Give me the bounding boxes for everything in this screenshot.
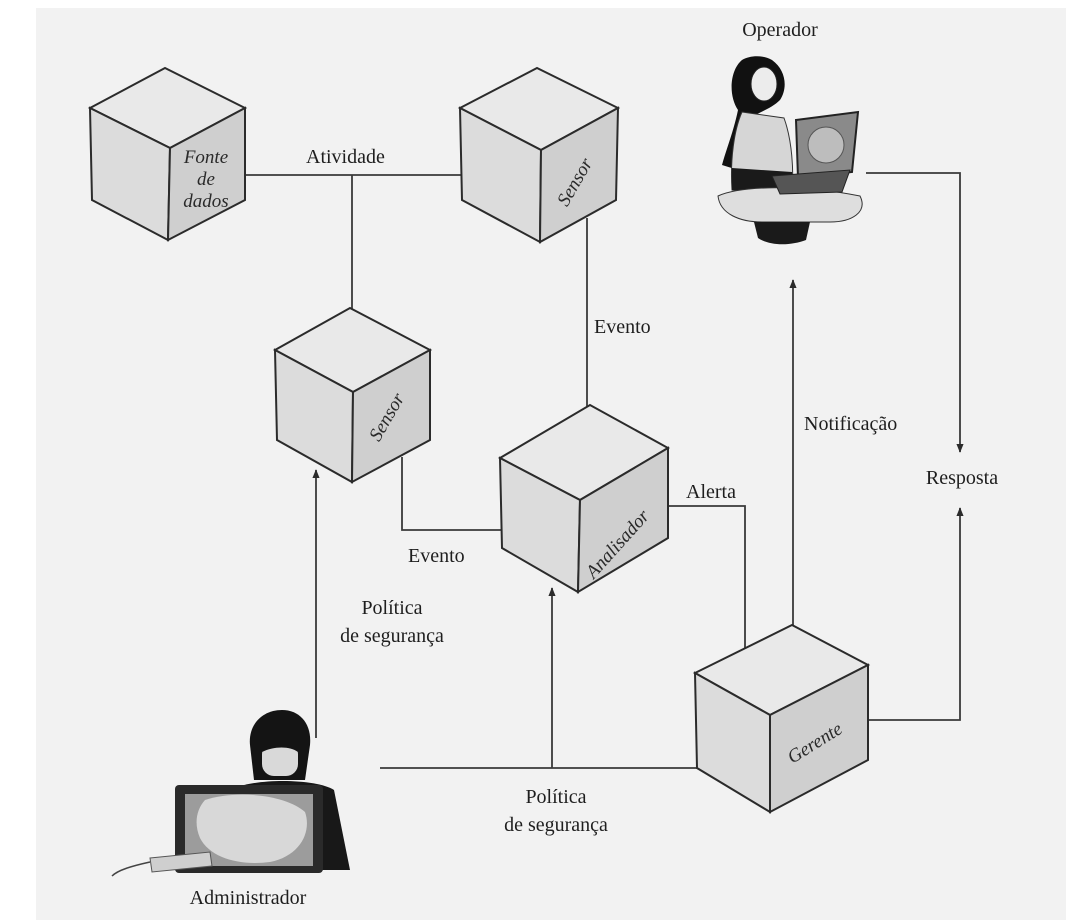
politica-left-line2: de segurança [340,625,444,647]
node-fonte-de-dados: Fonte de dados [87,66,248,242]
politica-bottom-line1: Política [525,786,586,808]
politica-left-line1: Política [361,597,422,619]
operador-label: Operador [742,19,818,41]
notificacao-label: Notificação [804,413,897,435]
alerta-label: Alerta [686,481,736,503]
politica-bottom-line2: de segurança [504,814,608,836]
labels: Operador Administrador Atividade Evento … [190,19,999,909]
node-analisador: Analisador [497,403,671,594]
evento-right-label: Evento [594,316,651,338]
operador-illustration [717,56,863,245]
edges [244,171,964,772]
node-sensor-left: Sensor [272,306,433,484]
resposta-label: Resposta [926,467,998,489]
edge-alerta [668,505,749,669]
node-sensor-top: Sensor [457,66,621,244]
fonte-label-line1: Fonte [183,147,228,168]
edge-gerente-resposta [868,507,964,721]
evento-left-label: Evento [408,545,465,567]
fonte-label-line3: dados [183,191,228,212]
atividade-label: Atividade [306,146,385,168]
edge-operador-resposta [866,172,964,453]
administrador-illustration [111,710,350,877]
node-gerente: Gerente [692,623,871,814]
edge-evento-left [401,457,536,534]
fonte-label-line2: de [197,169,215,190]
administrador-label: Administrador [190,887,307,909]
